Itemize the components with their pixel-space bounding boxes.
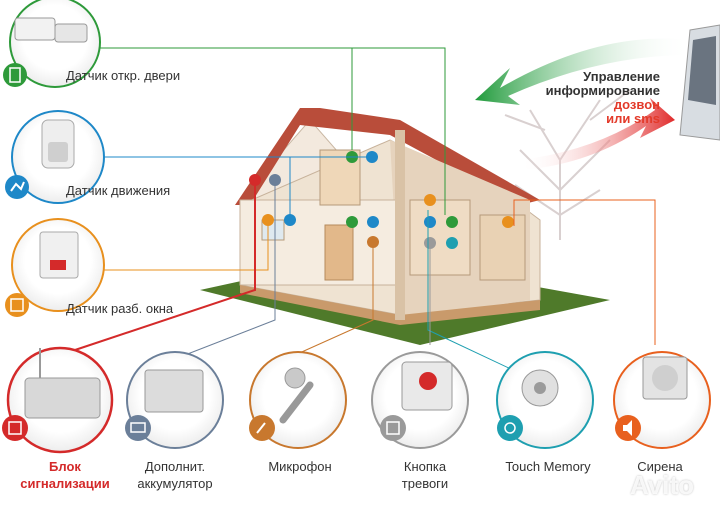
window-sensor-node <box>5 218 105 317</box>
touch-memory-label: Touch Memory <box>488 458 608 475</box>
incoming-arrow <box>475 38 690 105</box>
door-sensor-label: Датчик откр. двери <box>66 68 181 83</box>
house-illustration <box>235 108 541 325</box>
battery-label: Дополнит. аккумулятор <box>115 458 235 492</box>
panic-button-label-line1: Кнопка <box>403 459 447 474</box>
motion-sensor-label: Датчик движения <box>66 183 171 198</box>
alarm-unit-node <box>2 346 114 454</box>
management-line1: Управление <box>583 69 660 84</box>
panic-button-label: Кнопка тревоги <box>365 458 485 492</box>
motion-sensor-node <box>5 110 105 204</box>
siren-label-line1: Сирена <box>637 459 683 474</box>
phone-device <box>679 24 720 141</box>
watermark: Avito <box>630 470 695 500</box>
house-sensor-icons <box>249 151 514 249</box>
panic-button-node <box>371 351 469 449</box>
battery-label-line1: Дополнит. <box>144 459 206 474</box>
management-text: Управление информирование дозвон или sms <box>540 70 660 126</box>
management-line4: или sms <box>606 111 660 126</box>
panic-button-label-line2: тревоги <box>401 476 449 491</box>
microphone-label: Микрофон <box>240 458 360 475</box>
battery-label-line2: аккумулятор <box>137 476 213 491</box>
siren-node <box>613 351 711 449</box>
door-sensor-node <box>3 0 101 88</box>
alarm-unit-label: Блок сигнализации <box>0 458 130 492</box>
alarm-unit-label-line1: Блок <box>49 459 81 474</box>
touch-memory-label-line1: Touch Memory <box>505 459 591 474</box>
connection-lines <box>74 47 656 371</box>
microphone-node <box>249 351 347 449</box>
siren-label: Сирена <box>600 458 720 475</box>
microphone-label-line1: Микрофон <box>268 459 332 474</box>
outgoing-arrow <box>520 98 675 170</box>
management-line2: информирование <box>545 83 660 98</box>
battery-node <box>125 351 224 449</box>
alarm-unit-label-line2: сигнализации <box>20 476 110 491</box>
management-line3: дозвон <box>613 97 660 112</box>
touch-memory-node <box>496 351 594 449</box>
window-sensor-label: Датчик разб. окна <box>66 301 174 316</box>
